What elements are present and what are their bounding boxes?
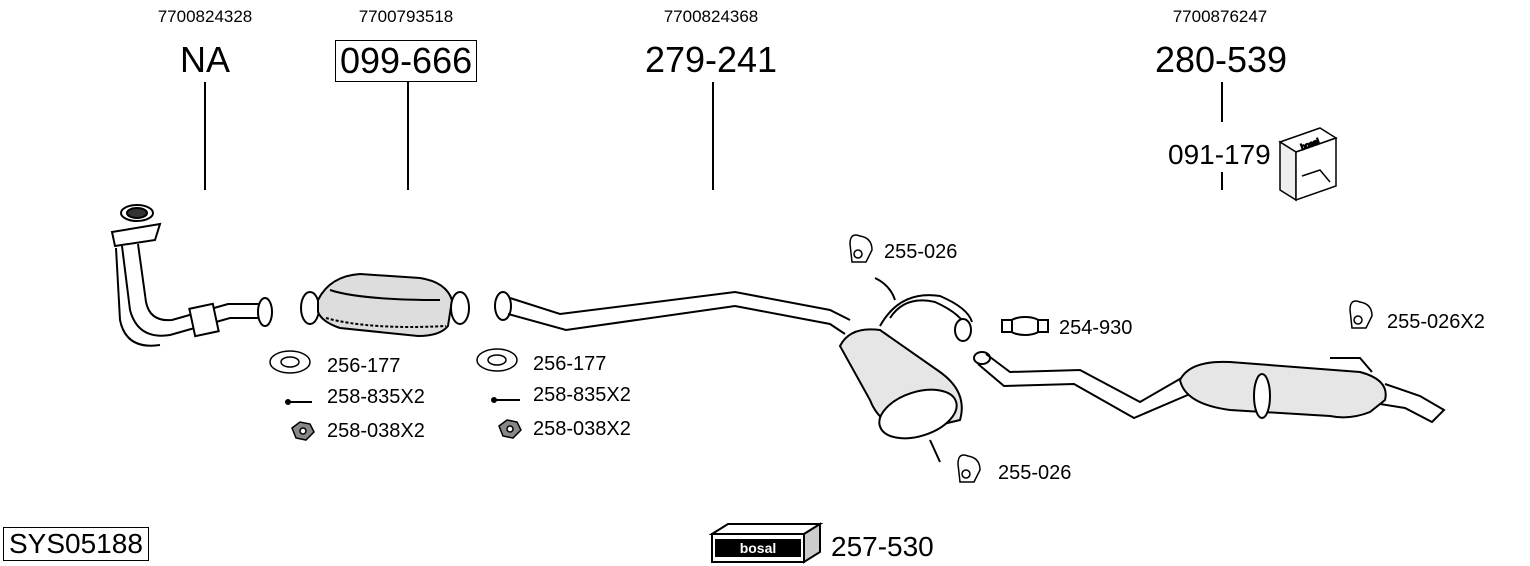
rubber-hanger-icon (849, 234, 1373, 483)
hanger-label-bottom: 255-026 (998, 462, 1072, 484)
catalytic-converter-icon (300, 272, 470, 338)
bolt-label-1: 258-835X2 (327, 386, 425, 408)
paste-part-number: 257-530 (831, 531, 934, 562)
system-id: SYS05188 (3, 527, 149, 561)
bolt-icon (285, 397, 520, 405)
oem-number-4: 7700876247 (1172, 7, 1268, 26)
hanger-label-rear: 255-026X2 (1387, 311, 1485, 333)
rear-silencer-icon (973, 351, 1446, 424)
hanger-label-top: 255-026 (884, 241, 958, 263)
nut-label-1: 258-038X2 (327, 420, 425, 442)
part-number-1: NA (179, 39, 230, 80)
brand-logo-text: bosal (740, 540, 777, 556)
exhaust-manifold-pipe-icon (110, 204, 273, 347)
nut-icon (291, 419, 522, 441)
oem-number-3: 7700824368 (663, 7, 759, 26)
part-number-4: 280-539 (1154, 39, 1288, 80)
part-number-3: 279-241 (644, 39, 778, 80)
intermediate-pipe-icon (494, 290, 851, 335)
oem-number-1: 7700824328 (157, 7, 253, 26)
kit-part-number: 091-179 (1168, 139, 1271, 170)
nut-label-2: 258-038X2 (533, 418, 631, 440)
oem-number-2: 7700793518 (358, 7, 454, 26)
part-number-2: 099-666 (335, 40, 478, 82)
fitting-kit-box-icon: bosal (1278, 127, 1338, 202)
gasket-icon (269, 348, 518, 374)
clamp-icon (1001, 316, 1049, 336)
leader-lines (204, 82, 1223, 190)
assembly-paste-icon (708, 522, 824, 564)
bolt-label-2: 258-835X2 (533, 384, 631, 406)
gasket-label-1: 256-177 (327, 355, 401, 377)
gasket-label-2: 256-177 (533, 353, 607, 375)
middle-silencer-icon (838, 277, 973, 463)
clamp-label: 254-930 (1059, 317, 1133, 339)
